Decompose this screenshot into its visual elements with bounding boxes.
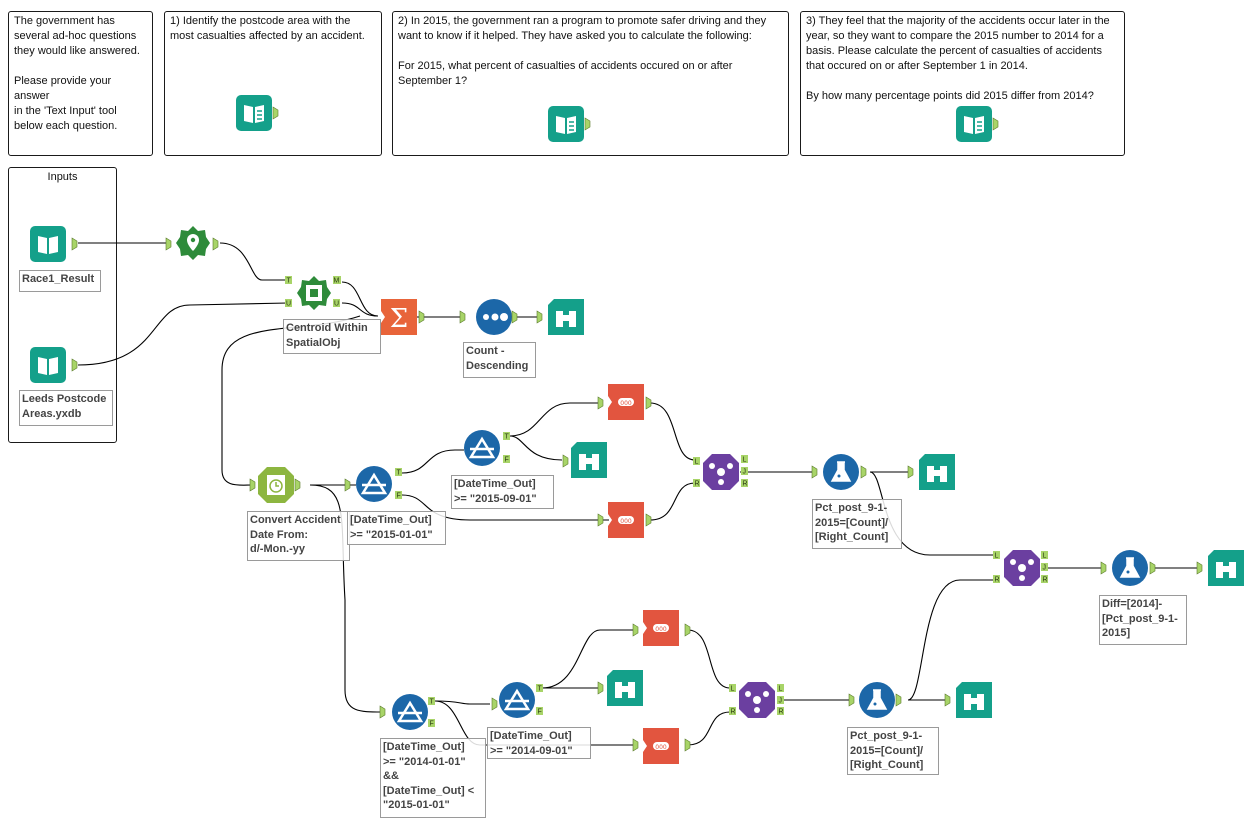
annotation-spatial-match: Centroid Within SpatialObj bbox=[283, 319, 381, 354]
sort-tool[interactable] bbox=[476, 299, 512, 335]
input-data-tool-leeds[interactable] bbox=[30, 347, 66, 383]
create-points-tool[interactable] bbox=[175, 225, 211, 261]
text-input-tool-q2[interactable] bbox=[548, 106, 584, 142]
annotation-count-descending: Count - Descending bbox=[463, 342, 536, 378]
comment-intro[interactable]: The government has several ad-hoc questi… bbox=[8, 11, 153, 156]
browse-tool-2014[interactable] bbox=[607, 670, 643, 706]
filter-tool-sep-2015[interactable] bbox=[464, 430, 500, 466]
input-data-tool-race1[interactable] bbox=[30, 226, 66, 262]
svg-text:000: 000 bbox=[620, 518, 632, 525]
comment-question-2[interactable]: 2) In 2015, the government ran a program… bbox=[392, 11, 789, 156]
svg-text:Σ: Σ bbox=[390, 304, 408, 334]
svg-text:000: 000 bbox=[655, 626, 667, 633]
browse-tool-2[interactable] bbox=[571, 442, 607, 478]
summarize-tool[interactable]: Σ bbox=[381, 299, 417, 335]
filter-tool-2015[interactable] bbox=[356, 466, 392, 502]
annotation-filter-sep-2015: [DateTime_Out] >= "2015-09-01" bbox=[451, 475, 554, 509]
count-records-tool-4[interactable]: 000 bbox=[643, 728, 679, 764]
join-tool-final[interactable] bbox=[1004, 550, 1040, 586]
svg-text:000: 000 bbox=[620, 400, 632, 407]
annotation-formula-2015: Pct_post_9-1- 2015=[Count]/ [Right_Count… bbox=[812, 499, 902, 549]
filter-tool-sep-2014[interactable] bbox=[499, 682, 535, 718]
formula-tool-2015[interactable] bbox=[823, 454, 859, 490]
browse-tool-1[interactable] bbox=[548, 299, 584, 335]
annotation-filter-2014: [DateTime_Out] >= "2014-01-01" && [DateT… bbox=[380, 738, 486, 818]
comment-question-3[interactable]: 3) They feel that the majority of the ac… bbox=[800, 11, 1125, 156]
text-input-tool-q3[interactable] bbox=[956, 106, 992, 142]
formula-tool-2014[interactable] bbox=[859, 682, 895, 718]
spatial-match-tool[interactable] bbox=[296, 275, 332, 311]
text-input-tool-q1[interactable] bbox=[236, 95, 272, 131]
svg-text:000: 000 bbox=[655, 744, 667, 751]
join-tool-2015[interactable] bbox=[703, 454, 739, 490]
join-tool-2014[interactable] bbox=[739, 682, 775, 718]
annotation-formula-2014: Pct_post_9-1- 2015=[Count]/ [Right_Count… bbox=[847, 727, 939, 775]
datetime-tool[interactable] bbox=[258, 467, 294, 503]
count-records-tool-2[interactable]: 000 bbox=[608, 502, 644, 538]
filter-tool-2014[interactable] bbox=[392, 694, 428, 730]
annotation-filter-2015: [DateTime_Out] >= "2015-01-01" bbox=[347, 511, 446, 545]
browse-tool-3[interactable] bbox=[919, 454, 955, 490]
formula-tool-diff[interactable] bbox=[1112, 550, 1148, 586]
annotation-leeds: Leeds Postcode Areas.yxdb bbox=[19, 390, 113, 426]
count-records-tool-1[interactable]: 000 bbox=[608, 384, 644, 420]
browse-tool-final[interactable] bbox=[1208, 550, 1244, 586]
annotation-race1: Race1_Result bbox=[19, 270, 101, 292]
inputs-container[interactable]: Inputs bbox=[8, 167, 117, 443]
container-title: Inputs bbox=[47, 171, 78, 183]
annotation-diff: Diff=[2014]- [Pct_post_9-1- 2015] bbox=[1099, 595, 1187, 645]
annotation-filter-sep-2014: [DateTime_Out] >= "2014-09-01" bbox=[487, 727, 591, 759]
browse-tool-2014-result[interactable] bbox=[956, 682, 992, 718]
annotation-convert-date: Convert Accident Date From: d/-Mon.-yy bbox=[247, 511, 350, 561]
comment-question-1[interactable]: 1) Identify the postcode area with the m… bbox=[164, 11, 382, 156]
count-records-tool-3[interactable]: 000 bbox=[643, 610, 679, 646]
